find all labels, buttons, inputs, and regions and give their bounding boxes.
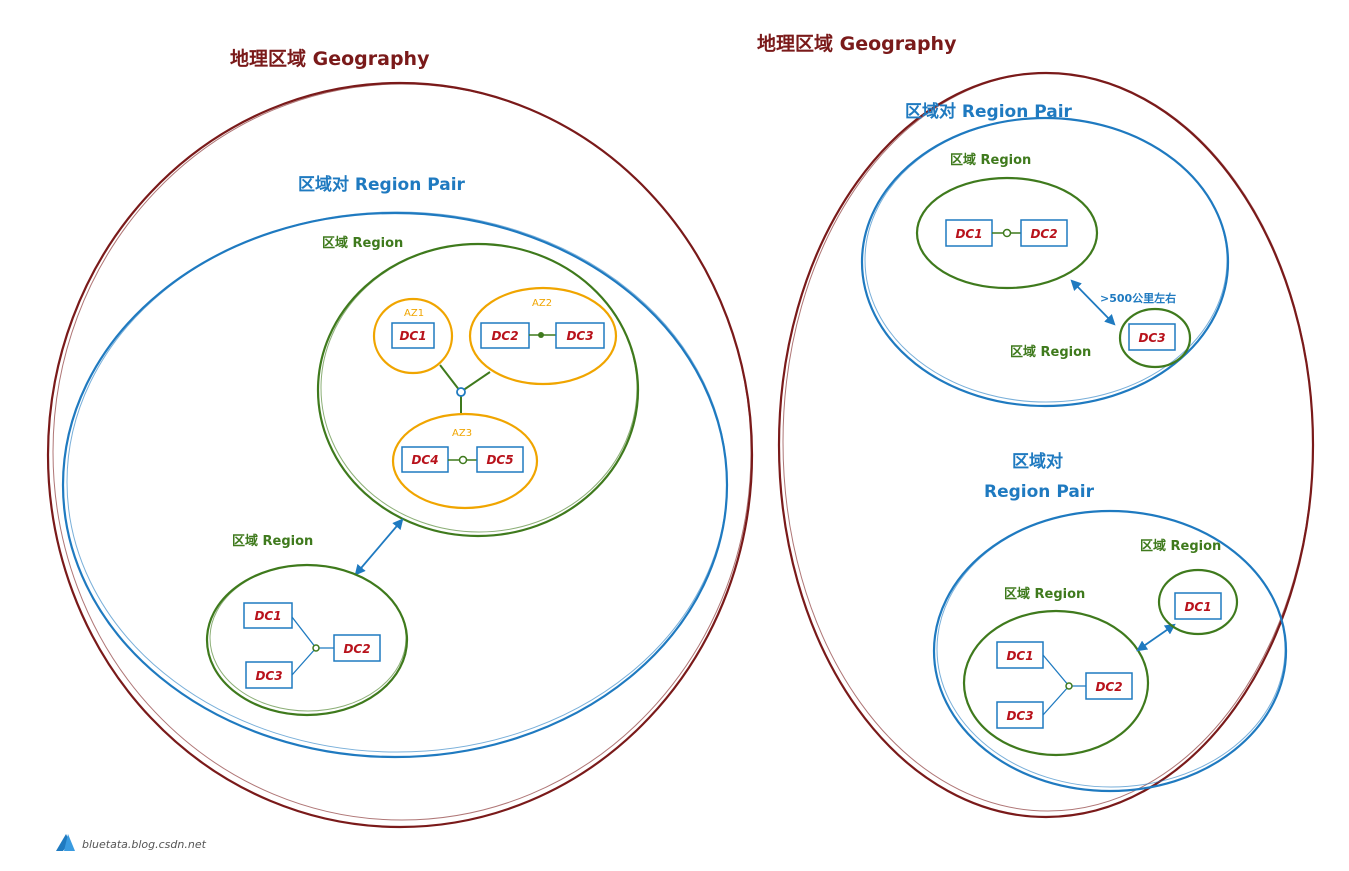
- dc-box: [1174, 592, 1222, 620]
- dc-box: [243, 602, 293, 629]
- pair2-region-a: 区域 Region DC1 DC3 DC2: [962, 586, 1150, 757]
- region-link-arrow: [1070, 279, 1116, 326]
- dc-label: DC2: [491, 329, 518, 343]
- pair1-region-a-label: 区域 Region: [950, 152, 1031, 168]
- right-region-pair-1: 区域对 Region Pair 区域 Region DC1 DC2 >500公里…: [860, 101, 1230, 408]
- dc-box: [1128, 323, 1176, 351]
- right-region-pair-2: 区域对 Region Pair 区域 Region DC1 DC3 DC2 区域…: [932, 451, 1288, 793]
- pair2-region-b: 区域 Region DC1: [1140, 538, 1239, 636]
- dc-box: [391, 322, 435, 349]
- dc-label: DC1: [1184, 600, 1211, 614]
- az-interconnect: [439, 364, 491, 413]
- distance-label: >500公里左右: [1100, 291, 1176, 305]
- dc-label: DC2: [1030, 227, 1057, 241]
- left-main-region: 区域 Region AZ1 DC1 AZ2 DC2 DC3: [316, 235, 640, 538]
- dc-box: [401, 446, 449, 473]
- pair1-region-b-label: 区域 Region: [1010, 344, 1091, 360]
- dc-label: DC1: [1006, 649, 1033, 663]
- dc-label: DC1: [254, 609, 281, 623]
- dc-label: DC1: [955, 227, 982, 241]
- region-link-arrow: [1136, 623, 1176, 652]
- left-paired-region-label: 区域 Region: [232, 533, 313, 549]
- az3-zone: AZ3 DC4 DC5: [391, 412, 539, 510]
- left-geography-label: 地理区域 Geography: [230, 47, 430, 70]
- left-region-pair-label: 区域对 Region Pair: [298, 174, 466, 195]
- dc-box: [555, 322, 605, 349]
- dc-label: DC3: [1138, 331, 1165, 345]
- az1-label: AZ1: [404, 308, 424, 319]
- dc-label: DC5: [486, 453, 513, 467]
- dc-box: [996, 701, 1044, 729]
- pair1-region-b: 区域 Region DC3: [1010, 307, 1192, 369]
- left-main-region-label: 区域 Region: [322, 235, 403, 251]
- footer: bluetata.blog.csdn.net: [56, 834, 207, 851]
- left-paired-region: 区域 Region DC1 DC3 DC2: [205, 533, 409, 717]
- dc-box: [480, 322, 530, 349]
- left-region-pair: 区域对 Region Pair: [61, 174, 729, 759]
- dc-label: DC1: [399, 329, 426, 343]
- pair1-region-a: 区域 Region DC1 DC2: [915, 152, 1099, 290]
- pair2-region-b-label: 区域 Region: [1140, 538, 1221, 554]
- dc-box: [996, 641, 1044, 669]
- dc-box: [1085, 672, 1133, 700]
- pair2-region-a-label: 区域 Region: [1004, 586, 1085, 602]
- dc-box: [333, 634, 381, 662]
- dc-label: DC3: [1006, 709, 1033, 723]
- right-geography-label: 地理区域 Geography: [757, 32, 957, 55]
- dc-label: DC2: [343, 642, 370, 656]
- right-pair1-label: 区域对 Region Pair: [905, 101, 1073, 122]
- azure-logo-icon: [56, 834, 75, 851]
- region-link-arrow: [354, 518, 404, 576]
- left-geography: 地理区域 Geography: [46, 47, 754, 829]
- right-pair2-label-line2: Region Pair: [984, 482, 1095, 502]
- dc-box: [476, 446, 524, 473]
- footer-watermark: bluetata.blog.csdn.net: [82, 838, 207, 851]
- dc-label: DC2: [1095, 680, 1122, 694]
- az1-zone: AZ1 DC1: [372, 297, 454, 375]
- dc-label: DC4: [411, 453, 438, 467]
- dc-box: [245, 661, 293, 689]
- right-pair2-label-line1: 区域对: [1012, 451, 1063, 472]
- dc-box: [1020, 219, 1068, 247]
- az2-label: AZ2: [532, 298, 552, 309]
- right-geography: 地理区域 Geography: [757, 32, 1315, 819]
- dc-box: [945, 219, 993, 247]
- az3-label: AZ3: [452, 428, 472, 439]
- dc-label: DC3: [566, 329, 593, 343]
- az2-zone: AZ2 DC2 DC3: [468, 286, 618, 386]
- dc-label: DC3: [255, 669, 282, 683]
